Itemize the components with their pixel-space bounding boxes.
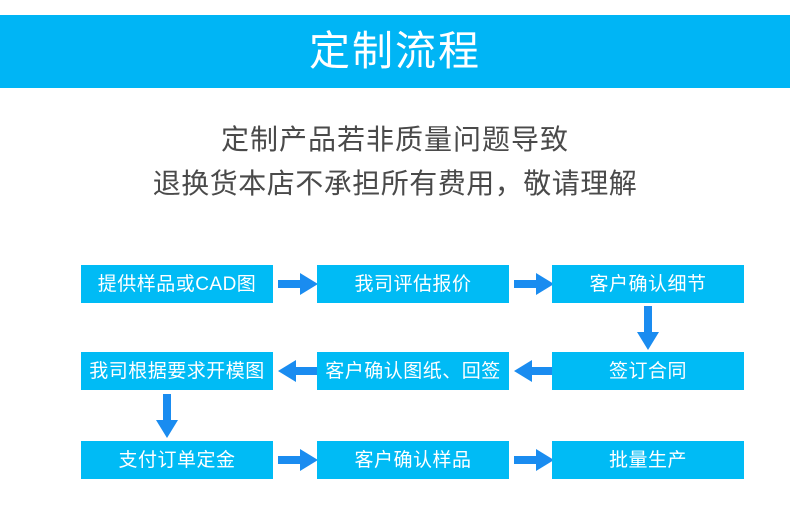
arrow-right-icon-3 (278, 448, 318, 472)
flow-step-8-label: 客户确认样品 (354, 449, 472, 471)
flow-step-3[interactable]: 客户确认细节 (552, 265, 744, 303)
arrow-down-icon-2 (155, 394, 179, 438)
flow-step-6[interactable]: 我司根据要求开模图 (81, 352, 273, 390)
flow-step-4[interactable]: 签订合同 (552, 352, 744, 390)
flow-step-6-label: 我司根据要求开模图 (89, 360, 265, 382)
notice-line-2: 退换货本店不承担所有费用，敬请理解 (152, 168, 638, 199)
flow-step-8[interactable]: 客户确认样品 (317, 441, 509, 479)
flow-step-5[interactable]: 客户确认图纸、回签 (317, 352, 509, 390)
arrow-left-icon-1 (278, 359, 318, 383)
flow-step-9-label: 批量生产 (608, 449, 687, 471)
flow-step-7-label: 支付订单定金 (118, 449, 236, 471)
flow-step-7[interactable]: 支付订单定金 (81, 441, 273, 479)
flow-step-1-label: 提供样品或CAD图 (97, 273, 257, 295)
flow-step-5-label: 客户确认图纸、回签 (325, 360, 501, 382)
flow-step-3-label: 客户确认细节 (589, 273, 707, 295)
notice-line-1: 定制产品若非质量问题导致 (220, 124, 569, 155)
flow-step-2[interactable]: 我司评估报价 (317, 265, 509, 303)
page-title: 定制流程 (309, 28, 481, 74)
arrow-right-icon-1 (278, 272, 318, 296)
flow-step-4-label: 签订合同 (608, 360, 687, 382)
flow-step-2-label: 我司评估报价 (354, 273, 472, 295)
notice-block: 定制产品若非质量问题导致 退换货本店不承担所有费用，敬请理解 (0, 118, 790, 206)
flow-step-1[interactable]: 提供样品或CAD图 (81, 265, 273, 303)
flow-step-9[interactable]: 批量生产 (552, 441, 744, 479)
arrow-down-icon-1 (636, 306, 660, 350)
arrow-right-icon-4 (514, 448, 554, 472)
header-banner: 定制流程 (0, 15, 790, 88)
arrow-left-icon-2 (514, 359, 554, 383)
arrow-right-icon-2 (514, 272, 554, 296)
